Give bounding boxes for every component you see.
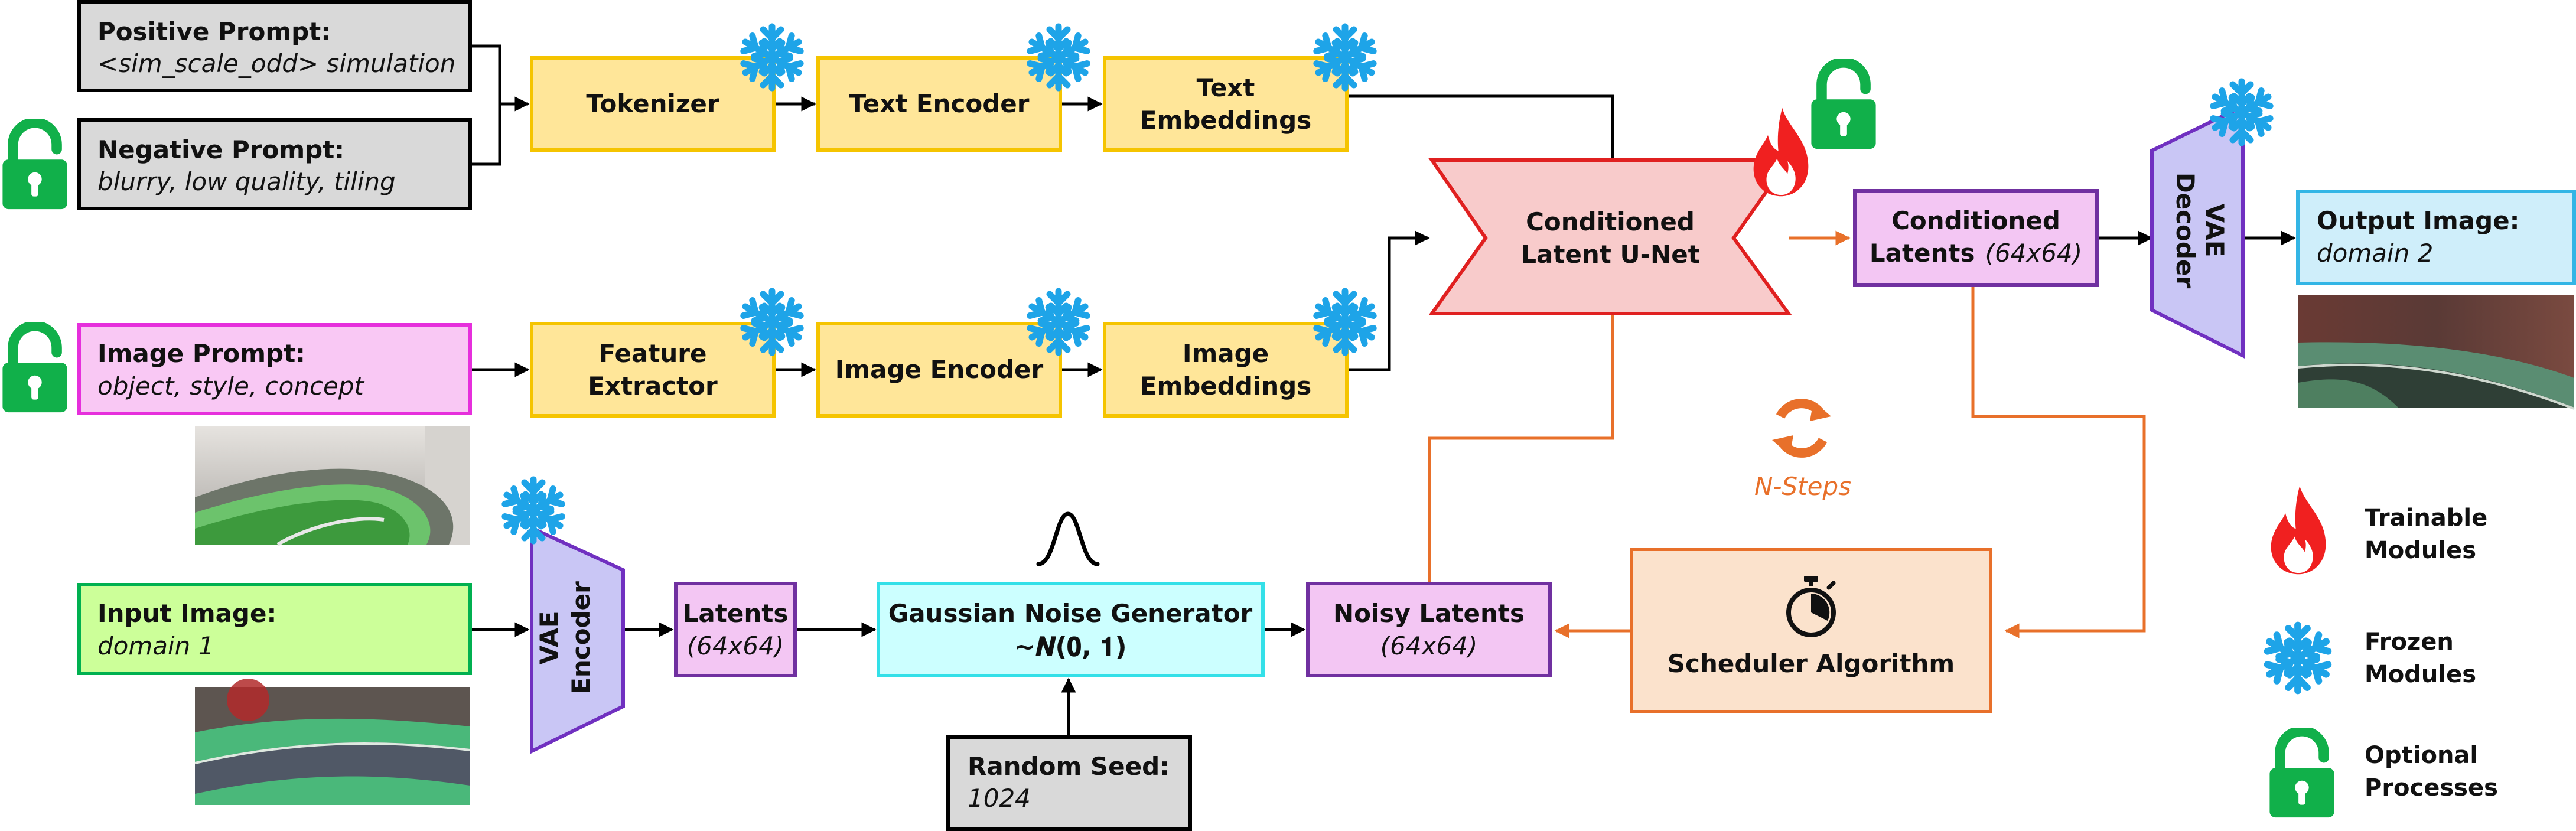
input-image-text: domain 1 [97, 631, 214, 660]
legend-optional-2: Processes [2365, 774, 2498, 801]
text-embeddings-label-2: Embeddings [1140, 106, 1312, 135]
noisy-latents-label: Noisy Latents [1333, 599, 1525, 628]
tokenizer-box: Tokenizer [530, 56, 776, 152]
positive-prompt-title: Positive Prompt: [97, 17, 331, 46]
unlock-icon [2269, 731, 2334, 817]
input-image-title: Input Image: [97, 599, 276, 628]
legend-frozen-2: Modules [2365, 661, 2476, 688]
positive-prompt-text: <sim_scale_odd> simulation [97, 49, 455, 78]
conditioned-latents-box: Conditioned Latents (64x64) [1853, 189, 2099, 287]
random-seed-title: Random Seed: [968, 752, 1170, 781]
random-seed-box: Random Seed: 1024 [946, 735, 1192, 831]
vae-decoder-box: VAE Decoder [2150, 103, 2245, 359]
legend-optional-1: Optional [2365, 742, 2478, 769]
legend: Trainable Modules Frozen Modules Optiona… [2265, 485, 2498, 817]
gaussian-noise-formula: ~𝑵(𝟎, 𝟏) [1014, 632, 1126, 662]
text-encoder-box: Text Encoder [816, 56, 1062, 152]
negative-prompt-title: Negative Prompt: [97, 135, 344, 164]
cycle-arrows-icon [1772, 401, 1831, 455]
image-prompt-title: Image Prompt: [97, 339, 305, 368]
legend-trainable-1: Trainable [2365, 504, 2487, 532]
legend-trainable-2: Modules [2365, 537, 2476, 564]
positive-prompt-box: Positive Prompt: <sim_scale_odd> simulat… [77, 0, 472, 92]
input-image-box: Input Image: domain 1 [77, 583, 472, 675]
bell-curve-icon [1036, 511, 1100, 566]
gaussian-noise-label: Gaussian Noise Generator [888, 599, 1253, 628]
text-embeddings-box: Text Embeddings [1103, 56, 1349, 152]
feature-extractor-label-2: Extractor [588, 371, 718, 400]
unet-label-2: Latent U-Net [1520, 240, 1700, 269]
conditioned-latents-label-1: Conditioned [1891, 206, 2060, 235]
unlock-icon [2, 123, 67, 209]
conditioned-latents-label-2: Latents (64x64) [1870, 239, 2082, 268]
latents-box: Latents (64x64) [674, 582, 797, 677]
snowflake-icon [2210, 82, 2272, 143]
image-prompt-text: object, style, concept [97, 371, 365, 400]
latents-label: Latents [683, 599, 789, 628]
noisy-latents-size: (64x64) [1380, 631, 1478, 660]
output-image-thumbnail [2297, 295, 2575, 410]
vae-encoder-label-2: Encoder [566, 581, 595, 695]
latent-unet-box: Conditioned Latent U-Net [1428, 158, 1792, 315]
conditioned-latents-word: Latents [1870, 239, 1975, 268]
legend-frozen-1: Frozen [2365, 628, 2454, 656]
scheduler-label: Scheduler Algorithm [1668, 649, 1955, 678]
snowflake-icon [2265, 625, 2331, 691]
n-steps-label: N-Steps [1754, 472, 1851, 501]
output-image-title: Output Image: [2317, 206, 2519, 235]
image-embeddings-box: Image Embeddings [1103, 322, 1349, 418]
scheduler-box: Scheduler Algorithm [1630, 548, 1992, 713]
vae-encoder-box: VAE Encoder [530, 525, 625, 754]
image-encoder-label: Image Encoder [835, 355, 1044, 384]
vae-decoder-label-1: VAE [2200, 204, 2229, 258]
image-prompt-thumbnail [195, 426, 470, 546]
gaussian-noise-box: Gaussian Noise Generator ~𝑵(𝟎, 𝟏) [877, 582, 1265, 677]
image-embeddings-label-1: Image [1183, 339, 1269, 368]
feature-extractor-label-1: Feature [599, 339, 707, 368]
text-embeddings-label-1: Text [1197, 73, 1255, 102]
unlock-icon [1811, 63, 1875, 149]
negative-prompt-box: Negative Prompt: blurry, low quality, ti… [77, 118, 472, 210]
output-image-text: domain 2 [2317, 239, 2433, 268]
conditioned-latents-size: (64x64) [1985, 239, 2083, 268]
image-embeddings-label-2: Embeddings [1140, 371, 1312, 400]
output-image-box: Output Image: domain 2 [2296, 190, 2576, 285]
vae-encoder-label-1: VAE [535, 611, 564, 665]
feature-extractor-box: Feature Extractor [530, 322, 776, 418]
text-encoder-label: Text Encoder [849, 89, 1030, 118]
image-encoder-box: Image Encoder [816, 322, 1062, 418]
tokenizer-label: Tokenizer [586, 89, 719, 118]
negative-prompt-text: blurry, low quality, tiling [97, 167, 396, 196]
n-steps-indicator: N-Steps [1754, 401, 1851, 501]
noisy-latents-box: Noisy Latents (64x64) [1306, 582, 1552, 677]
random-seed-value: 1024 [968, 784, 1031, 813]
latents-size: (64x64) [687, 631, 784, 660]
vae-decoder-label-2: Decoder [2171, 172, 2200, 289]
unet-label-1: Conditioned [1526, 207, 1695, 236]
flame-icon [1753, 107, 1809, 197]
snowflake-icon [502, 480, 564, 541]
input-image-thumbnail [194, 679, 471, 805]
flame-icon [2271, 485, 2326, 575]
image-prompt-box: Image Prompt: object, style, concept [77, 323, 472, 415]
unlock-icon [2, 326, 67, 412]
